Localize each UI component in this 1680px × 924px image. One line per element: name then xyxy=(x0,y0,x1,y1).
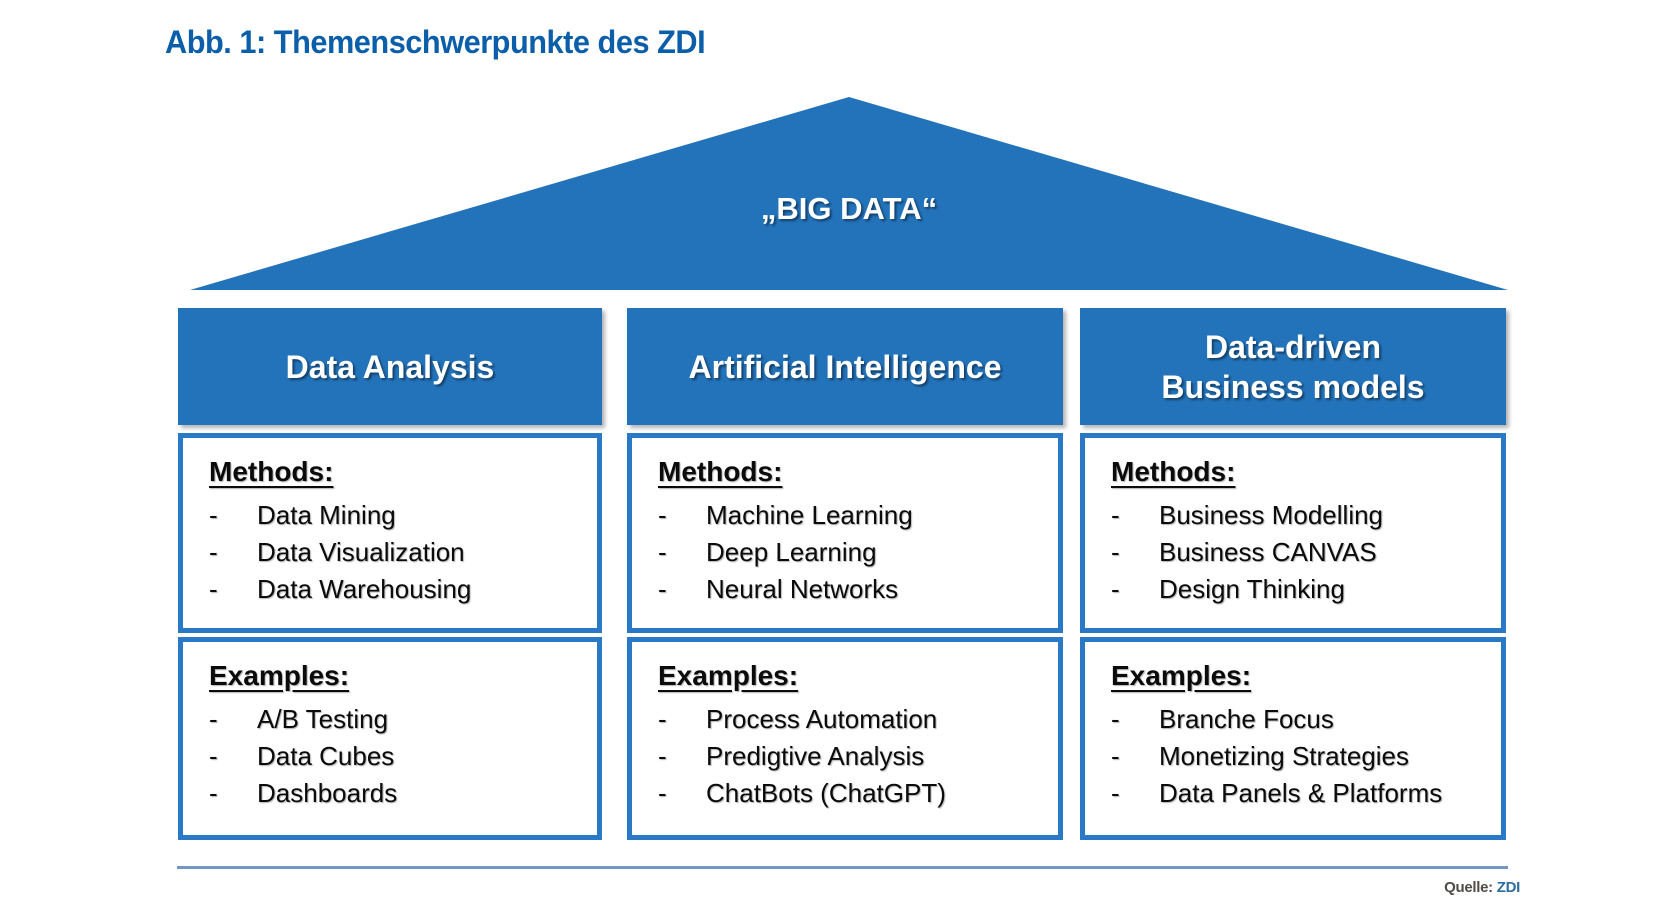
dash-bullet: - xyxy=(658,741,667,771)
pillar-header-artificial-intelligence: Artificial Intelligence xyxy=(627,308,1063,425)
list-item: - Monetizing Strategies xyxy=(1111,738,1485,775)
list-item: - Data Mining xyxy=(209,497,581,534)
list-item: - A/B Testing xyxy=(209,701,581,738)
examples-heading: Examples: xyxy=(1111,660,1252,691)
list-item-label: Process Automation xyxy=(706,704,938,734)
list-item: - Machine Learning xyxy=(658,497,1042,534)
pillar-data-driven-business-models: Data-driven Business models Methods: - B… xyxy=(1080,308,1506,840)
dash-bullet: - xyxy=(209,574,218,604)
dash-bullet: - xyxy=(1111,778,1120,808)
list-item-label: ChatBots (ChatGPT) xyxy=(706,778,946,808)
list-item: - Predigtive Analysis xyxy=(658,738,1042,775)
dash-bullet: - xyxy=(209,741,218,771)
list-item-label: Business CANVAS xyxy=(1159,537,1377,567)
list-item: - Design Thinking xyxy=(1111,571,1485,608)
dash-bullet: - xyxy=(658,778,667,808)
methods-heading: Methods: xyxy=(1111,456,1236,487)
list-item: - Data Panels & Platforms xyxy=(1111,775,1485,812)
list-item-label: Data Panels & Platforms xyxy=(1159,778,1443,808)
list-item-label: Dashboards xyxy=(257,778,398,808)
list-item-label: Deep Learning xyxy=(706,537,877,567)
methods-list: - Business Modelling - Business CANVAS -… xyxy=(1111,497,1485,608)
dash-bullet: - xyxy=(209,500,218,530)
list-item: - Data Cubes xyxy=(209,738,581,775)
dash-bullet: - xyxy=(1111,741,1120,771)
list-item: - Business CANVAS xyxy=(1111,534,1485,571)
footer-separator-line xyxy=(177,866,1508,869)
examples-list: - Branche Focus - Monetizing Strategies … xyxy=(1111,701,1485,812)
figure-title: Abb. 1: Themenschwerpunkte des ZDI xyxy=(165,24,706,60)
list-item-label: A/B Testing xyxy=(257,704,389,734)
dash-bullet: - xyxy=(209,778,218,808)
pillar-data-analysis: Data Analysis Methods: - Data Mining - D… xyxy=(178,308,602,840)
list-item-label: Data Cubes xyxy=(257,741,395,771)
list-item: - Business Modelling xyxy=(1111,497,1485,534)
methods-box-artificial-intelligence: Methods: - Machine Learning - Deep Learn… xyxy=(627,433,1063,633)
methods-list: - Machine Learning - Deep Learning - Neu… xyxy=(658,497,1042,608)
source-credit: Quelle: ZDI xyxy=(1390,879,1520,896)
dash-bullet: - xyxy=(658,704,667,734)
pillar-header-data-analysis: Data Analysis xyxy=(178,308,602,425)
dash-bullet: - xyxy=(1111,574,1120,604)
list-item-label: Branche Focus xyxy=(1159,704,1334,734)
list-item: - Dashboards xyxy=(209,775,581,812)
list-item-label: Machine Learning xyxy=(706,500,913,530)
methods-box-data-analysis: Methods: - Data Mining - Data Visualizat… xyxy=(178,433,602,633)
list-item: - Data Warehousing xyxy=(209,571,581,608)
list-item: - Process Automation xyxy=(658,701,1042,738)
examples-box-artificial-intelligence: Examples: - Process Automation - Predigt… xyxy=(627,637,1063,840)
list-item: - Data Visualization xyxy=(209,534,581,571)
dash-bullet: - xyxy=(1111,537,1120,567)
list-item-label: Monetizing Strategies xyxy=(1159,741,1410,771)
dash-bullet: - xyxy=(658,500,667,530)
source-label: Quelle: xyxy=(1444,879,1493,896)
list-item: - Deep Learning xyxy=(658,534,1042,571)
dash-bullet: - xyxy=(209,704,218,734)
methods-list: - Data Mining - Data Visualization - Dat… xyxy=(209,497,581,608)
pillar-artificial-intelligence: Artificial Intelligence Methods: - Machi… xyxy=(627,308,1063,840)
list-item-label: Neural Networks xyxy=(706,574,899,604)
source-value: ZDI xyxy=(1496,879,1521,896)
examples-heading: Examples: xyxy=(209,660,350,691)
methods-heading: Methods: xyxy=(209,456,334,487)
examples-list: - Process Automation - Predigtive Analys… xyxy=(658,701,1042,812)
examples-box-data-analysis: Examples: - A/B Testing - Data Cubes - D… xyxy=(178,637,602,840)
list-item-label: Data Visualization xyxy=(257,537,465,567)
list-item-label: Data Warehousing xyxy=(257,574,472,604)
list-item-label: Predigtive Analysis xyxy=(706,741,925,771)
list-item-label: Business Modelling xyxy=(1159,500,1384,530)
dash-bullet: - xyxy=(1111,500,1120,530)
dash-bullet: - xyxy=(209,537,218,567)
list-item-label: Design Thinking xyxy=(1159,574,1345,604)
methods-box-data-driven-business-models: Methods: - Business Modelling - Business… xyxy=(1080,433,1506,633)
list-item: - Neural Networks xyxy=(658,571,1042,608)
roof-label-big-data: „BIG DATA“ xyxy=(760,191,938,226)
examples-heading: Examples: xyxy=(658,660,799,691)
dash-bullet: - xyxy=(658,537,667,567)
examples-box-data-driven-business-models: Examples: - Branche Focus - Monetizing S… xyxy=(1080,637,1506,840)
dash-bullet: - xyxy=(1111,704,1120,734)
examples-list: - A/B Testing - Data Cubes - Dashboards xyxy=(209,701,581,812)
list-item-label: Data Mining xyxy=(257,500,396,530)
list-item: - ChatBots (ChatGPT) xyxy=(658,775,1042,812)
list-item: - Branche Focus xyxy=(1111,701,1485,738)
methods-heading: Methods: xyxy=(658,456,783,487)
pillar-header-data-driven-business-models: Data-driven Business models xyxy=(1080,308,1506,425)
dash-bullet: - xyxy=(658,574,667,604)
